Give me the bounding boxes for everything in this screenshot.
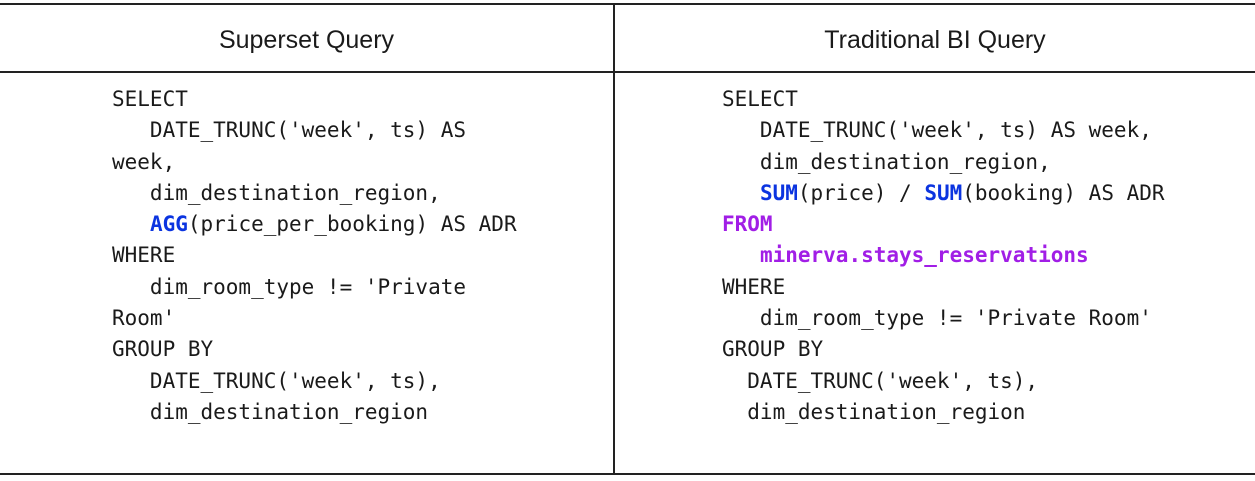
code-line: dim_destination_region xyxy=(112,399,429,424)
header-superset-query: Superset Query xyxy=(218,26,395,54)
indent xyxy=(722,243,760,267)
indent xyxy=(722,181,760,205)
column-divider xyxy=(613,5,615,473)
code-line: GROUP BY xyxy=(112,337,214,362)
code-line: DATE_TRUNC('week', ts) AS week, xyxy=(722,118,1152,143)
agg-function-keyword: AGG xyxy=(149,212,188,237)
code-line: dim_room_type != 'Private xyxy=(112,274,467,299)
code-text: (booking) AS ADR xyxy=(962,180,1165,205)
code-text: (price_per_booking) AS ADR xyxy=(187,212,517,237)
code-line: WHERE xyxy=(722,274,786,299)
indent xyxy=(112,212,150,236)
code-line: SUM(price) / SUM(booking) AS ADR xyxy=(722,178,1165,209)
code-line: Room' xyxy=(112,306,176,331)
code-line: dim_room_type != 'Private Room' xyxy=(722,306,1152,331)
code-line: dim_destination_region xyxy=(722,399,1026,424)
code-line: minerva.stays_reservations xyxy=(722,240,1165,271)
code-line: dim_destination_region, xyxy=(112,180,441,205)
comparison-table: Superset Query Traditional BI Query xyxy=(0,3,1255,475)
code-line: dim_destination_region, xyxy=(722,149,1051,174)
from-keyword: FROM xyxy=(722,212,773,237)
traditional-query-code: SELECT DATE_TRUNC('week', ts) AS week, d… xyxy=(722,84,1165,428)
table-header-row: Superset Query Traditional BI Query xyxy=(0,5,1255,73)
code-line: DATE_TRUNC('week', ts), xyxy=(722,368,1039,393)
header-traditional-bi-query: Traditional BI Query xyxy=(824,26,1046,54)
code-line: SELECT xyxy=(112,87,188,111)
code-line: DATE_TRUNC('week', ts), xyxy=(112,368,441,393)
table-name: minerva.stays_reservations xyxy=(759,243,1089,268)
code-line: DATE_TRUNC('week', ts) AS xyxy=(112,118,467,143)
sum-function-keyword: SUM xyxy=(759,180,798,205)
sum-function-keyword: SUM xyxy=(924,180,963,205)
code-line: GROUP BY xyxy=(722,337,824,362)
code-text: (price) / xyxy=(797,180,925,205)
code-line: SELECT xyxy=(722,87,798,111)
superset-query-code: SELECT DATE_TRUNC('week', ts) AS week, di… xyxy=(112,84,517,428)
code-line: week, xyxy=(112,149,176,174)
code-line: WHERE xyxy=(112,243,176,268)
code-line: AGG(price_per_booking) AS ADR xyxy=(112,209,517,240)
